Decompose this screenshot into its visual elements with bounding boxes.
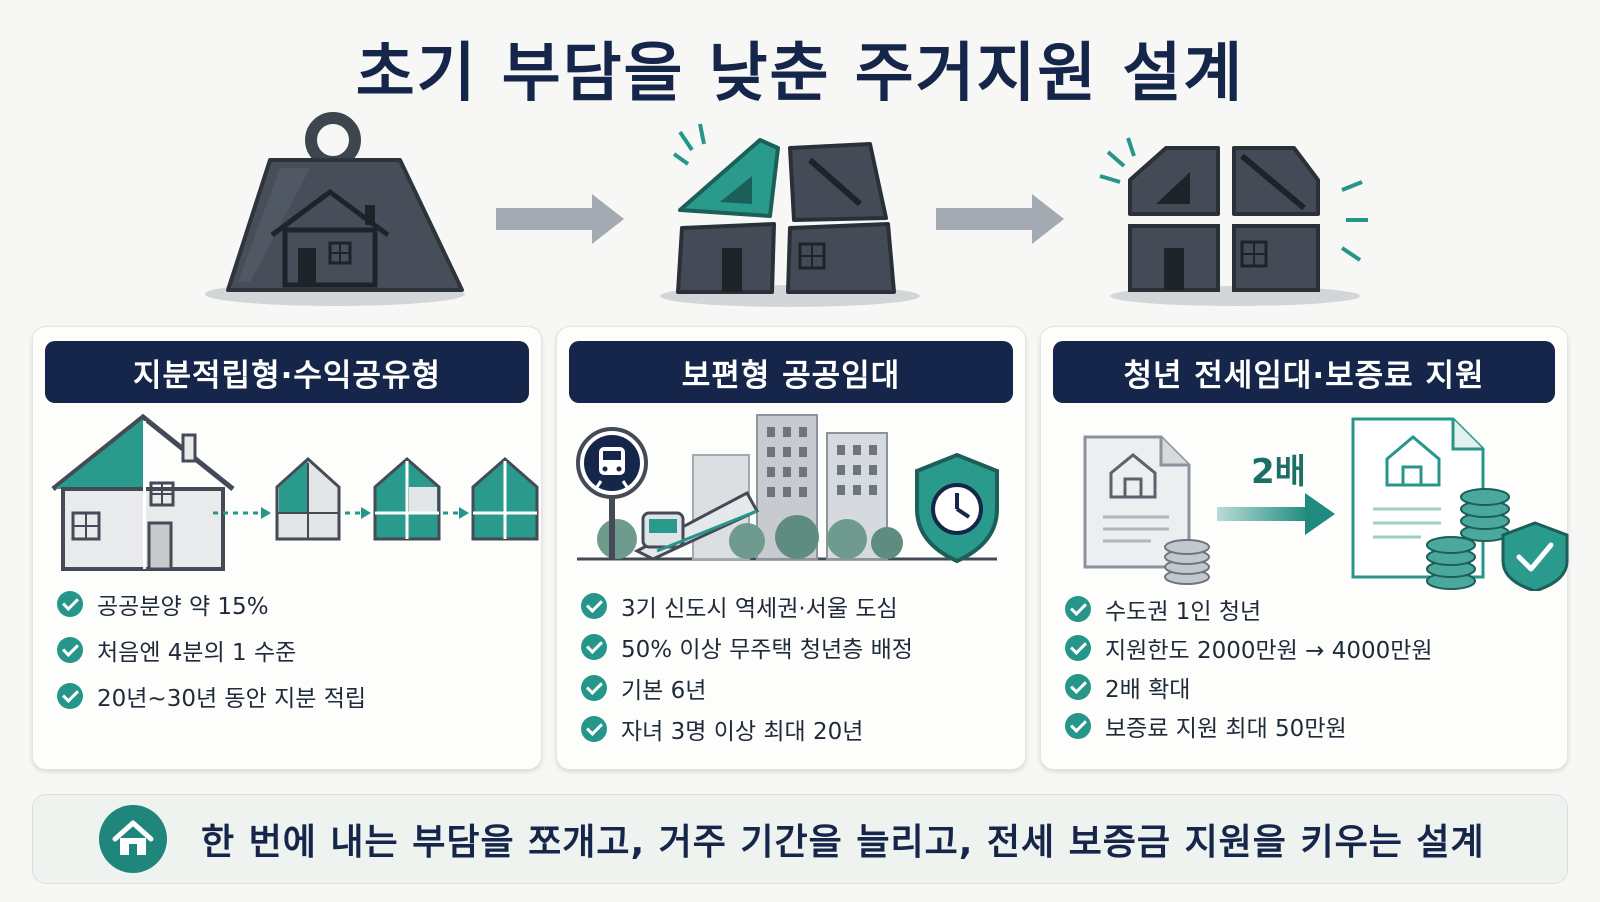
item-list: 공공분양 약 15% 처음엔 4분의 1 수준 20년~30년 동안 지분 적립: [57, 581, 366, 719]
house-partial-share-icon: [51, 413, 539, 571]
item-list: 3기 신도시 역세권·서울 도심 50% 이상 무주택 청년층 배정 기본 6년…: [581, 585, 913, 749]
list-item: 공공분양 약 15%: [57, 581, 366, 627]
check-icon: [1065, 673, 1091, 700]
list-item: 기본 6년: [581, 667, 913, 708]
arrow-right-icon: [936, 194, 1064, 244]
heavy-weight-house-icon: [205, 112, 465, 306]
list-item: 수도권 1인 청년: [1065, 589, 1433, 628]
four-blocks-icon: [1099, 137, 1368, 306]
document-coins-icon: 2배: [1083, 417, 1569, 591]
banner-text: 한 번에 내는 부담을 쪼개고, 거주 기간을 늘리고, 전세 보증금 지원을 …: [201, 822, 1485, 863]
card-header: 지분적립형·수익공유형: [45, 341, 529, 403]
list-item: 50% 이상 무주택 청년층 배정: [581, 626, 913, 667]
list-item: 자녀 3명 이상 최대 20년: [581, 708, 913, 749]
check-icon: [1065, 634, 1091, 661]
summary-banner: 한 번에 내는 부담을 쪼개고, 거주 기간을 늘리고, 전세 보증금 지원을 …: [32, 794, 1568, 884]
home-icon: [99, 805, 167, 873]
list-item: 20년~30년 동안 지분 적립: [57, 673, 366, 719]
transit-city-illustration: [576, 414, 999, 564]
multiplier-label: 2배: [1251, 452, 1306, 492]
list-item: 보증료 지원 최대 50만원: [1065, 706, 1433, 745]
check-icon: [581, 674, 607, 701]
list-item: 지원한도 2000만원 → 4000만원: [1065, 628, 1433, 667]
check-icon: [57, 591, 83, 617]
check-icon: [57, 637, 83, 663]
card-public-rental: 보편형 공공임대: [556, 326, 1026, 770]
page-title: 초기 부담을 낮춘 주거지원 설계: [355, 37, 1245, 111]
check-icon: [581, 633, 607, 660]
list-item: 3기 신도시 역세권·서울 도심: [581, 585, 913, 626]
check-icon: [581, 715, 607, 742]
split-blocks-icon: [660, 123, 920, 307]
check-icon: [581, 592, 607, 619]
check-icon: [1065, 595, 1091, 622]
check-icon: [57, 683, 83, 709]
arrow-right-icon: [496, 194, 624, 244]
hero-illustration: [0, 110, 1600, 320]
list-item: 2배 확대: [1065, 667, 1433, 706]
card-youth-jeonse: 청년 전세임대·보증료 지원 2배: [1040, 326, 1569, 770]
card-header: 청년 전세임대·보증료 지원: [1053, 341, 1555, 403]
card-equity-accumulation: 지분적립형·수익공유형 공공분양 약 15% 처음엔 4분의 1 수준: [32, 326, 542, 770]
list-item: 처음엔 4분의 1 수준: [57, 627, 366, 673]
card-header: 보편형 공공임대: [569, 341, 1013, 403]
shield-check-icon: [1501, 521, 1569, 591]
item-list: 수도권 1인 청년 지원한도 2000만원 → 4000만원 2배 확대 보증료…: [1065, 589, 1433, 745]
check-icon: [1065, 712, 1091, 739]
